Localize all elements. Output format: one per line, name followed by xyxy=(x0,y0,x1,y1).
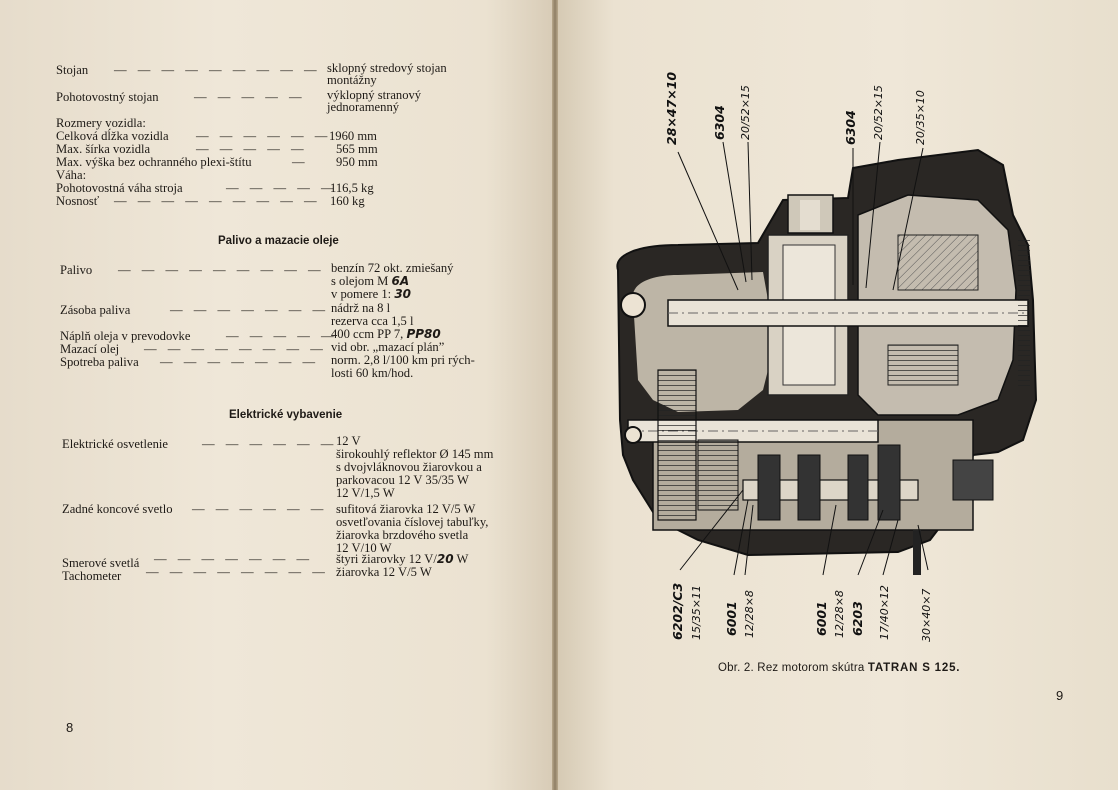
leader-dashes: — — — — — xyxy=(226,329,338,343)
bearing-label-top: 6304 xyxy=(843,110,858,145)
bearing-label-bottom: 12/28×8 xyxy=(833,590,846,638)
crankcase-interior-left xyxy=(632,272,773,412)
leader-dashes: — — — — — — xyxy=(196,129,332,143)
mount-hole xyxy=(620,292,646,318)
leader-dashes: — — — — — — — — — xyxy=(118,263,325,277)
section-heading-electric: Elektrické vybavenie xyxy=(229,409,343,421)
left-page: Stojan — — — — — — — — — sklopný stredov… xyxy=(0,0,552,790)
bearing-label-bottom: 6202/C3 xyxy=(670,583,685,640)
leader-dashes: — xyxy=(292,155,309,169)
page-number-left: 8 xyxy=(66,720,74,735)
handwritten-gear-oil: PP80 xyxy=(406,327,441,341)
bearing-label-top: 20/52×15 xyxy=(739,85,752,140)
leader-dashes: — — — — — xyxy=(194,90,306,104)
mount-hole xyxy=(624,426,642,444)
starter-gear xyxy=(887,344,959,386)
bearing-label-bottom: 17/40×12 xyxy=(878,585,891,640)
leader-dashes: — — — — — — — — xyxy=(144,342,327,356)
figure-caption: Obr. 2. Rez motorom skútra TATRAN S 125. xyxy=(718,662,961,674)
handwritten-ratio: 30 xyxy=(394,287,412,301)
section-heading-fuel: Palivo a mazacie oleje xyxy=(218,235,339,247)
engine-cross-section-diagram: 28×47×10 6304 20/52×15 6304 20/52×15 20/… xyxy=(616,72,1038,642)
leader-dashes: — — — — — — xyxy=(202,437,338,451)
bearing-label-bottom: 15/35×11 xyxy=(690,585,703,640)
bearing-label-bottom: 12/28×8 xyxy=(743,590,756,638)
leader-dashes: — — — — — — — xyxy=(160,355,320,369)
bearing-label-top: 20/35×10 xyxy=(914,90,927,145)
right-page: 28×47×10 6304 20/52×15 6304 20/52×15 20/… xyxy=(558,0,1118,790)
handwritten-oil-type: 6A xyxy=(391,274,410,288)
bearing-label-bottom: 30×40×7 xyxy=(920,589,933,642)
bearing-label-top: 20/52×15 xyxy=(872,85,885,140)
leader-dashes: — — — — — — — xyxy=(170,303,330,317)
bearing-label-top: 28×47×10 xyxy=(664,72,679,145)
leader-dashes: — — — — — xyxy=(196,142,308,156)
bearing-label-top: 6304 xyxy=(712,105,727,140)
leader-dashes: — — — — — — — xyxy=(154,552,314,566)
page-number-right: 9 xyxy=(1056,688,1064,703)
bearing-label-bottom: 6001 xyxy=(814,601,829,636)
leader-dashes: — — — — — xyxy=(226,181,338,195)
leader-lines-bottom xyxy=(679,489,929,576)
leader-dashes: — — — — — — xyxy=(192,502,328,516)
bearing-label-bottom: 6203 xyxy=(850,601,865,636)
bearing-label-bottom: 6001 xyxy=(724,601,739,636)
leader-lines-top xyxy=(677,141,924,291)
clutch-plates xyxy=(657,369,697,521)
leader-dashes: — — — — — — — — — xyxy=(114,194,321,208)
kickstarter-shaft xyxy=(952,459,994,501)
leader-dashes: — — — — — — — — xyxy=(146,565,329,579)
handwritten-bulb-watt: 20 xyxy=(436,552,454,566)
book-spine xyxy=(552,0,558,790)
leader-dashes: — — — — — — — — — xyxy=(114,63,321,77)
